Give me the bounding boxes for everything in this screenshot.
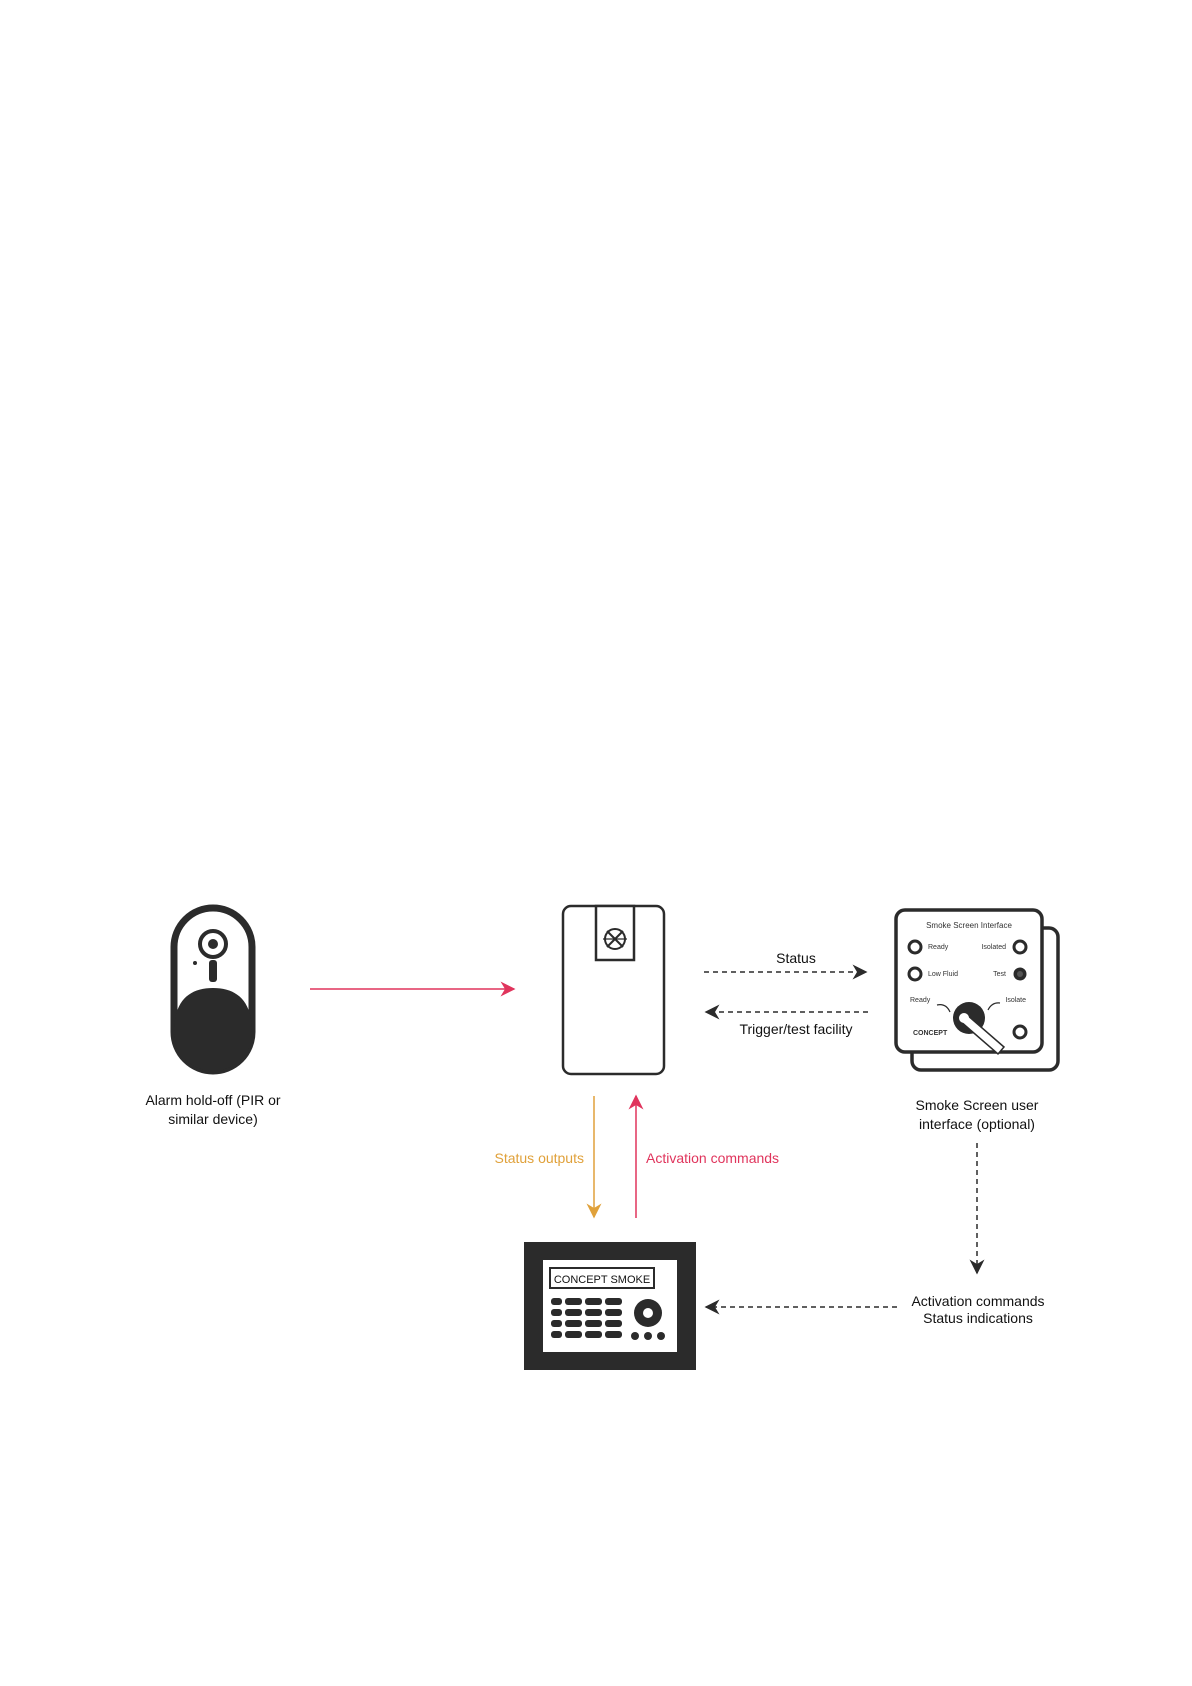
smoke-generator-icon: [563, 906, 664, 1074]
pir-sensor-icon: [174, 908, 252, 1071]
user-interface-label-2: interface (optional): [919, 1116, 1035, 1132]
trigger-test-edge-label: Trigger/test facility: [739, 1021, 852, 1037]
ui-to-keypad-label-2: Status indications: [923, 1310, 1033, 1326]
activation-commands-label: Activation commands: [646, 1150, 779, 1166]
status-outputs-label: Status outputs: [494, 1150, 584, 1166]
status-edge-label: Status: [776, 950, 816, 966]
panel-brand: CONCEPT: [913, 1030, 948, 1037]
lamp-ready-label: Ready: [928, 944, 949, 951]
ui-to-keypad-label-1: Activation commands: [911, 1293, 1044, 1309]
alarm-keypad-icon: CONCEPT SMOKE: [524, 1242, 696, 1370]
lamp-low-fluid-label: Low Fluid: [928, 971, 958, 978]
alarm-holdoff-label-1: Alarm hold-off (PIR or: [145, 1092, 280, 1108]
key-isolate-label: Isolate: [1005, 997, 1026, 1004]
key-ready-label: Ready: [910, 997, 931, 1004]
alarm-holdoff-label-2: similar device): [168, 1111, 257, 1127]
lamp-isolated-label: Isolated: [981, 944, 1006, 951]
lamp-test-label: Test: [993, 971, 1006, 978]
panel-title: Smoke Screen Interface: [926, 921, 1012, 930]
keypad-display-text: CONCEPT SMOKE: [554, 1274, 650, 1286]
user-interface-label-1: Smoke Screen user: [916, 1097, 1039, 1113]
control-panel-icon: Smoke Screen Interface Ready Isolated Lo…: [896, 910, 1058, 1070]
